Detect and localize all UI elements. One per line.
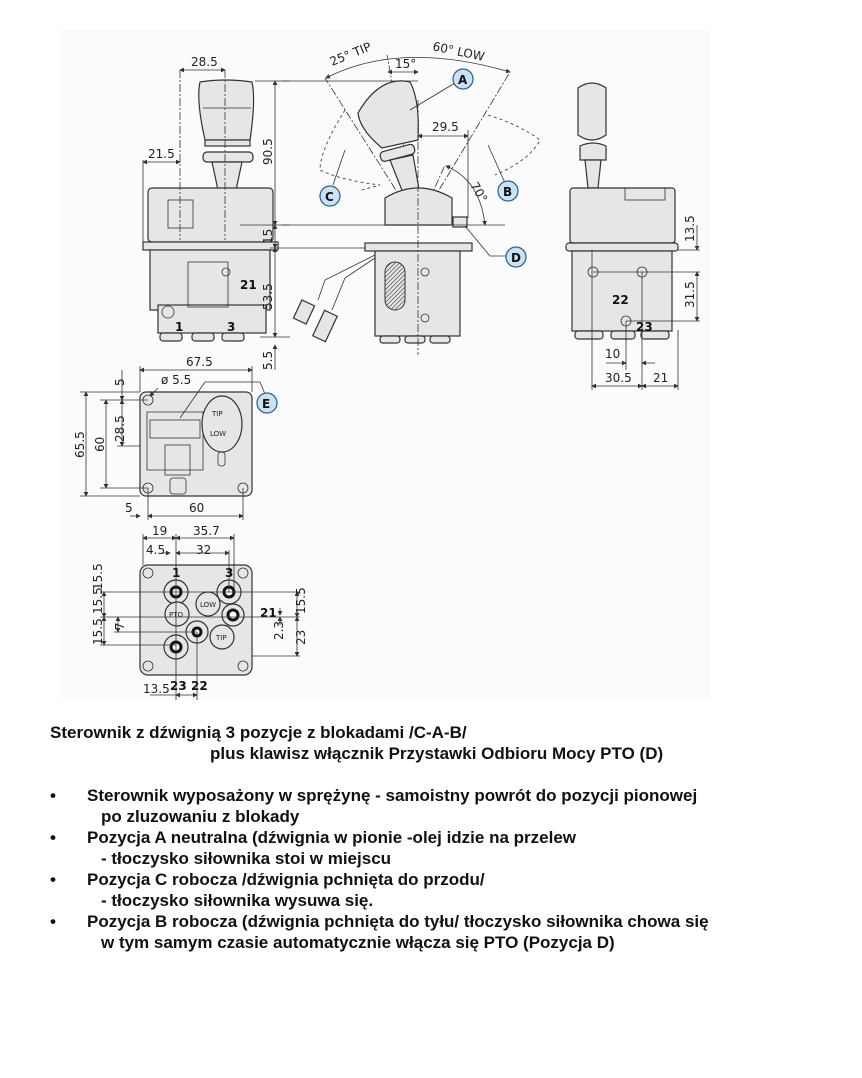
list-item-line: Pozycja B robocza (dźwignia pchnięta do … <box>87 912 709 931</box>
list-item-line: Pozycja C robocza /dźwignia pchnięta do … <box>87 870 485 889</box>
dimension-label: 31.5 <box>683 281 697 308</box>
callout-label: C <box>325 190 334 204</box>
list-item: • Pozycja B robocza (dźwignia pchnięta d… <box>50 911 840 953</box>
bullet-icon: • <box>50 828 56 847</box>
callout-a <box>452 68 474 90</box>
bullet-icon: • <box>50 912 56 931</box>
dimension-label: 23 <box>294 630 308 645</box>
port-label: 3 <box>227 320 235 334</box>
dimension-label: 5.5 <box>261 351 275 370</box>
technical-drawing: 1 3 21 28.5 21.5 90.5 15 53.5 5.5 25° TI… <box>73 39 700 700</box>
side-view-center: 25° TIP 60° LOW 15° 29.5 70° <box>282 39 541 355</box>
callout-b <box>497 180 519 202</box>
dimension-label: 19 <box>152 524 167 538</box>
valve-label: TIP <box>215 634 227 642</box>
dimension-label: 7 <box>113 622 127 630</box>
list-item-continuation: po zluzowaniu z blokady <box>101 807 300 826</box>
dimension-label: ø 5.5 <box>161 373 191 387</box>
dimension-label: 60 <box>189 501 204 515</box>
title-line-2: plus klawisz włącznik Przystawki Odbioru… <box>210 744 664 763</box>
port-label: 22 <box>191 679 208 693</box>
callout-label: B <box>503 185 512 199</box>
callout-label: D <box>511 251 521 265</box>
port-label: 21 <box>260 606 277 620</box>
list-item-line: Pozycja A neutralna (dźwignia w pionie -… <box>87 828 576 847</box>
list-item-line: Sterownik wyposażony w sprężynę - samois… <box>87 786 698 805</box>
list-item: • Pozycja A neutralna (dźwignia w pionie… <box>50 827 840 869</box>
top-view: TIP LOW 67.5 ø 5.5 5 28.5 65.5 60 5 60 E <box>73 355 278 520</box>
port-label: 23 <box>636 320 653 334</box>
callout-e <box>256 392 278 414</box>
list-item: • Pozycja C robocza /dźwignia pchnięta d… <box>50 869 840 911</box>
dimension-label: 13.5 <box>683 215 697 242</box>
dimension-label: 15.5 <box>91 618 105 645</box>
port-label: 1 <box>175 320 183 334</box>
side-view-left: 1 3 21 28.5 21.5 90.5 15 53.5 5.5 <box>142 55 375 370</box>
dimension-label: 35.7 <box>193 524 220 538</box>
dimension-label: 90.5 <box>261 138 275 165</box>
bottom-view: PTO LOW TIP 1 3 21 22 23 19 35.7 4.5 32 … <box>91 524 308 700</box>
callout-label: E <box>262 397 270 411</box>
side-view-right: 22 23 13.5 31.5 10 30.5 21 <box>565 82 700 390</box>
dimension-label: 15.5 <box>91 563 105 590</box>
tip-label: TIP <box>211 410 223 418</box>
dimension-label: 4.5 <box>146 543 165 557</box>
dimension-label: 29.5 <box>432 120 459 134</box>
dimension-label: 2.3 <box>272 621 286 640</box>
list-item-continuation: - tłoczysko siłownika wysuwa się. <box>101 891 374 910</box>
list-item-continuation: - tłoczysko siłownika stoi w miejscu <box>101 849 392 868</box>
port-label: 22 <box>612 293 629 307</box>
dimension-label: 15.5 <box>294 587 308 614</box>
port-label: 23 <box>170 679 187 693</box>
dimension-label: 28.5 <box>113 415 127 442</box>
dimension-label: 21 <box>653 371 668 385</box>
bullet-icon: • <box>50 786 56 805</box>
dimension-label: 53.5 <box>261 283 275 310</box>
dimension-label: 5 <box>113 378 127 386</box>
dimension-label: 21.5 <box>148 147 175 161</box>
dimension-label: 30.5 <box>605 371 632 385</box>
feature-list: • Sterownik wyposażony w sprężynę - samo… <box>50 785 840 953</box>
dimension-label: 65.5 <box>73 431 87 458</box>
dimension-label: 10 <box>605 347 620 361</box>
dimension-label: 15.5 <box>91 587 105 614</box>
bullet-icon: • <box>50 870 56 889</box>
angle-label: 15° <box>395 57 416 71</box>
low-label: LOW <box>210 430 226 438</box>
dimension-label: 5 <box>125 501 133 515</box>
dimension-label: 32 <box>196 543 211 557</box>
list-item-continuation: w tym samym czasie automatycznie włącza … <box>101 933 615 952</box>
valve-label: LOW <box>200 601 216 609</box>
dimension-label: 67.5 <box>186 355 213 369</box>
list-item: • Sterownik wyposażony w sprężynę - samo… <box>50 785 840 827</box>
title-line-1: Sterownik z dźwignią 3 pozycje z blokada… <box>50 723 467 742</box>
dimension-label: 13.5 <box>143 682 170 696</box>
dimension-label: 15 <box>261 229 275 244</box>
port-label: 21 <box>240 278 257 292</box>
callout-label: A <box>458 73 468 87</box>
description: Sterownik z dźwignią 3 pozycje z blokada… <box>50 722 840 953</box>
callout-d <box>505 246 527 268</box>
dimension-label: 60 <box>93 437 107 452</box>
dimension-label: 28.5 <box>191 55 218 69</box>
callout-c <box>319 185 341 207</box>
